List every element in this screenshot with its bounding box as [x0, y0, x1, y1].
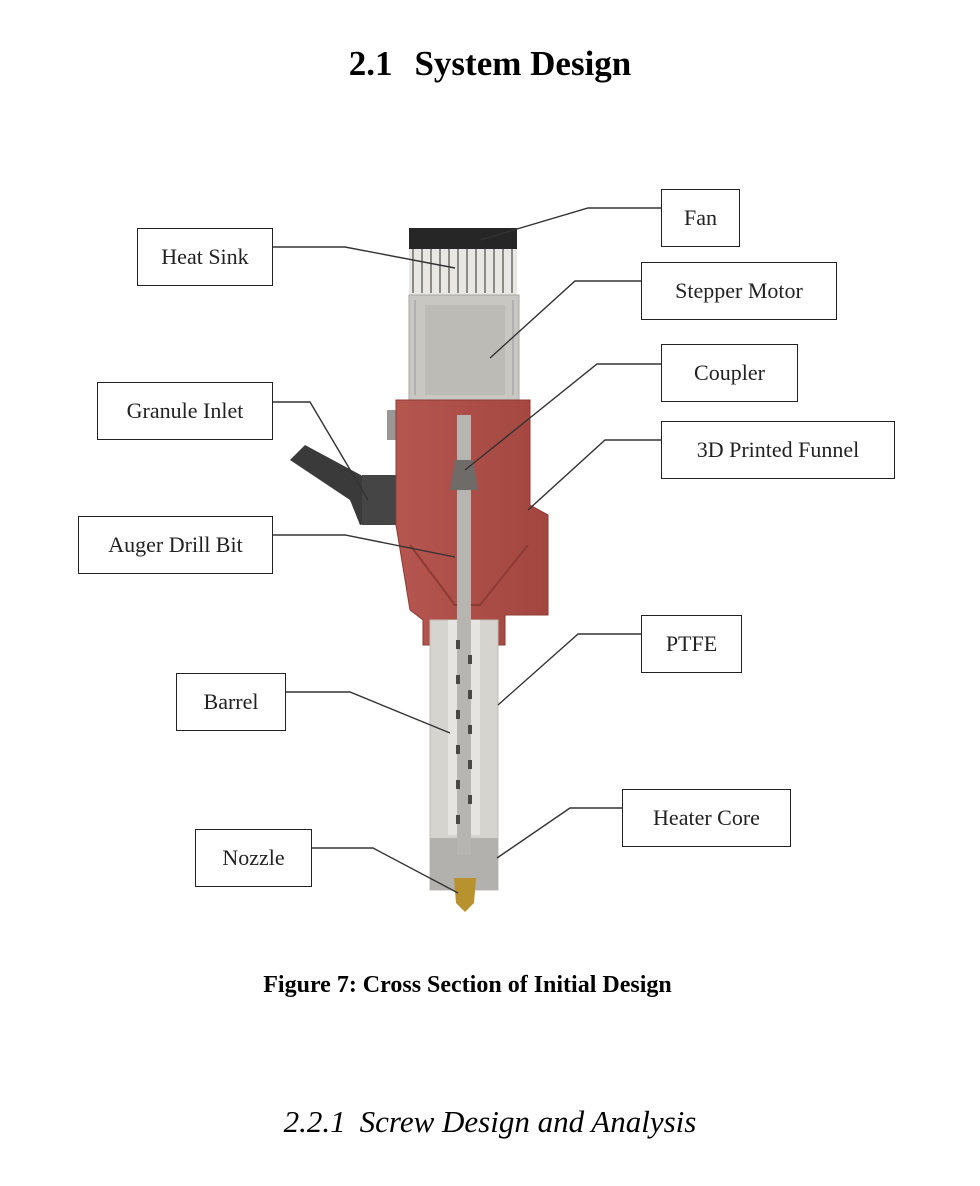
leader-lines: [272, 207, 661, 894]
coupler: [450, 460, 478, 490]
printed-funnel: [395, 399, 549, 646]
figure-caption: Figure 7: Cross Section of Initial Desig…: [263, 972, 672, 998]
label-nozzle: Nozzle: [195, 829, 312, 887]
nozzle: [454, 878, 476, 912]
label-auger: Auger Drill Bit: [78, 516, 273, 574]
label-stepper-motor: Stepper Motor: [641, 262, 837, 320]
label-coupler: Coupler: [661, 344, 798, 402]
stepper-motor: [408, 294, 520, 402]
label-fan: Fan: [661, 189, 740, 247]
fan: [409, 228, 517, 249]
auger-drill-bit: [457, 415, 471, 855]
heat-sink: [409, 249, 517, 295]
label-granule-inlet: Granule Inlet: [97, 382, 273, 440]
label-barrel: Barrel: [176, 673, 286, 731]
label-heater-core: Heater Core: [622, 789, 791, 847]
label-heat-sink: Heat Sink: [137, 228, 273, 286]
granule-inlet: [290, 445, 400, 525]
label-ptfe: PTFE: [641, 615, 742, 673]
label-funnel: 3D Printed Funnel: [661, 421, 895, 479]
